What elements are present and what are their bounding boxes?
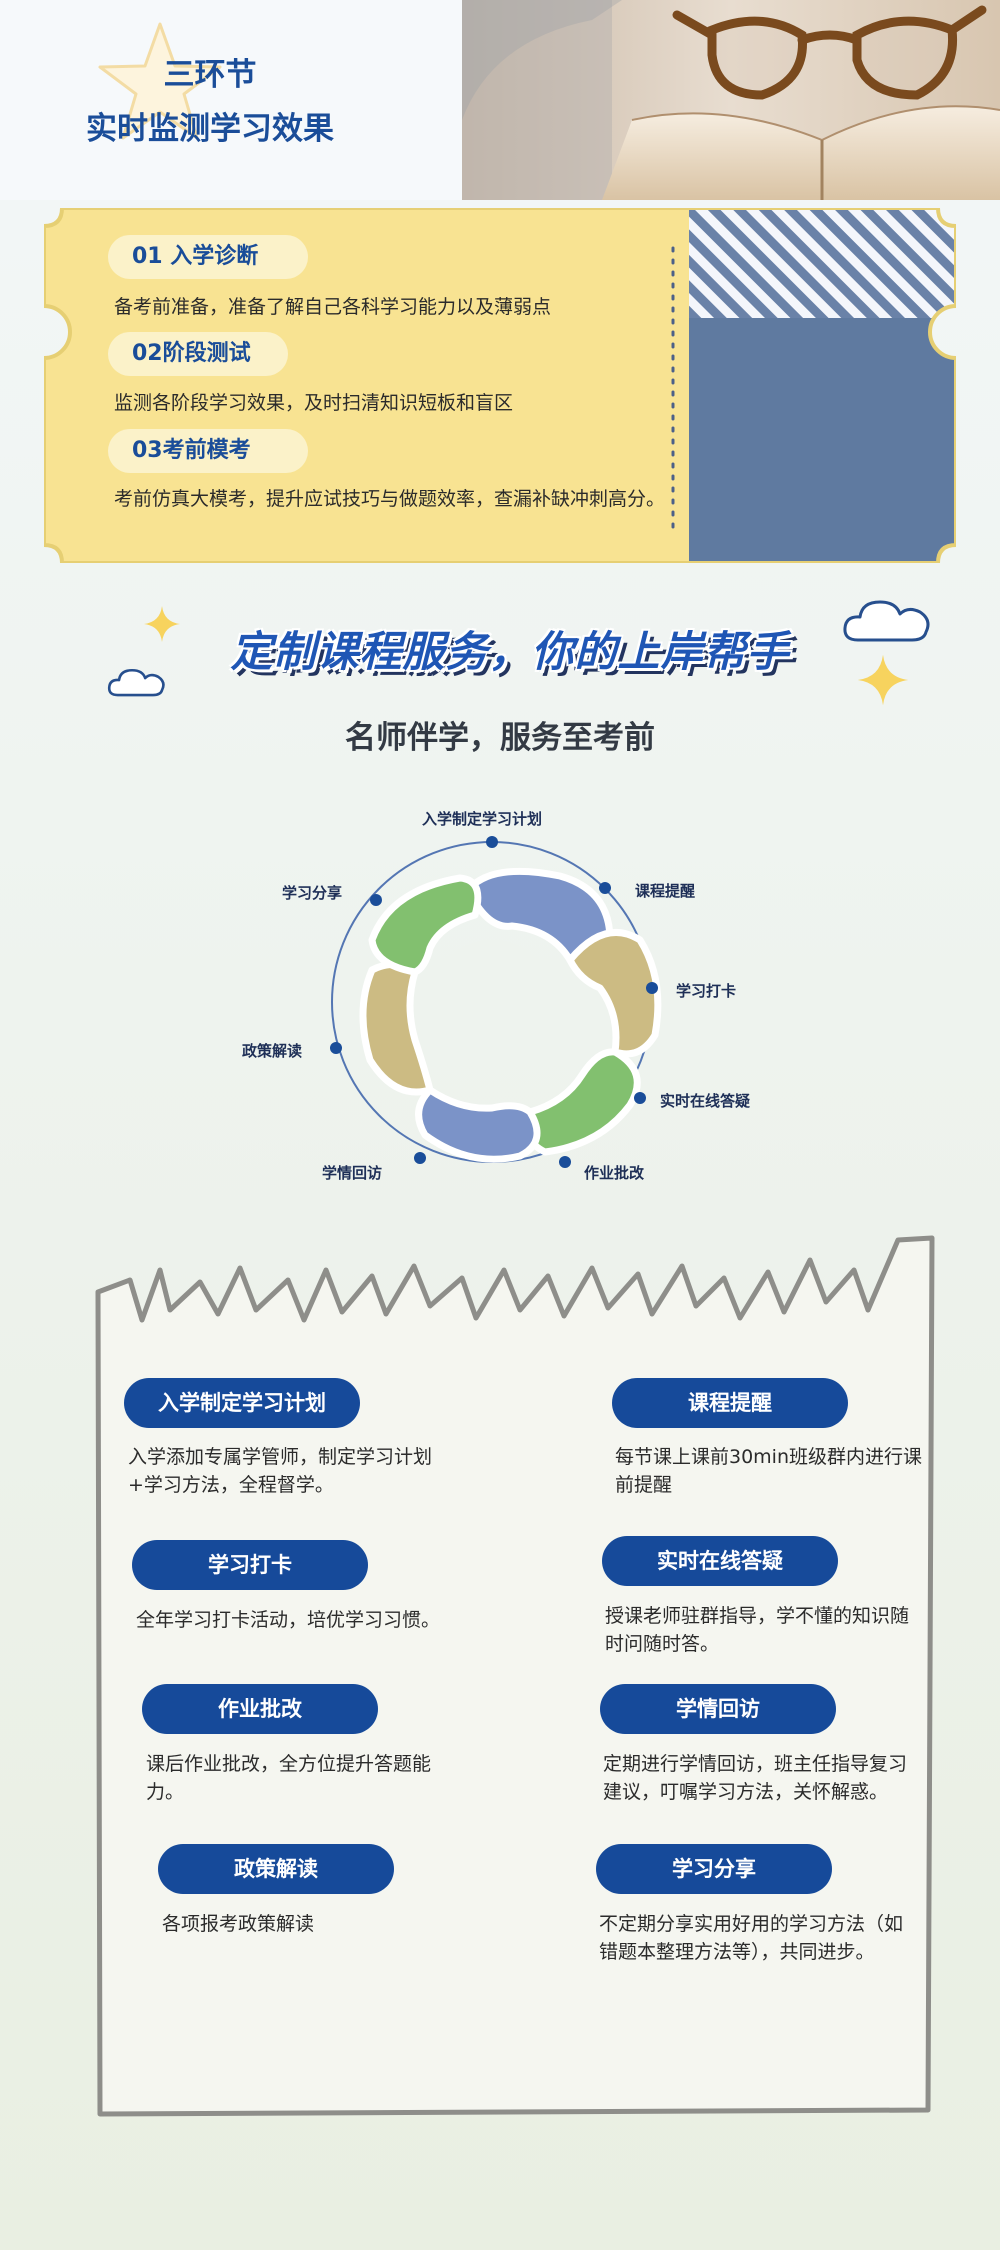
service-pill-follow-up: 学情回访 [600,1684,836,1734]
cycle-ring [330,836,662,1168]
cloud-icon [107,668,165,697]
service-desc-follow-up: 定期进行学情回访，班主任指导复习建议，叮嘱学习方法，关怀解惑。 [603,1753,908,1803]
stage-list: 01 入学诊断 备考前准备，准备了解自己各科学习能力以及薄弱点 02阶段测试 监… [44,208,684,563]
service-desc-homework: 课后作业批改，全方位提升答题能力。 [146,1753,432,1803]
cycle-label-online-qa: 实时在线答疑 [660,1092,751,1110]
cloud-icon [843,600,930,642]
header-title-line2: 实时监测学习效果 [86,111,334,147]
service-subtitle: 名师伴学，服务至考前 [345,720,655,756]
header-title-line1: 三环节 [163,57,257,93]
stage-pill-3: 03考前模考 [108,429,308,473]
cycle-label-course-reminder: 课程提醒 [635,882,696,900]
service-pill-sharing: 学习分享 [596,1844,832,1894]
stage-desc-3: 考前仿真大模考，提升应试技巧与做题效率，查漏补缺冲刺高分。 [114,488,666,510]
sparkle-icon [857,654,909,706]
cycle-label-check-in: 学习打卡 [676,982,737,1000]
stage-pill-2: 02阶段测试 [108,332,288,376]
service-desc-course-reminder: 每节课上课前30min班级群内进行课前提醒 [615,1446,923,1496]
book-glasses-photo [462,0,1000,200]
stage-desc-1: 备考前准备，准备了解自己各科学习能力以及薄弱点 [114,296,552,318]
star-outline-icon [98,22,222,140]
service-cycle-diagram: 入学制定学习计划 课程提醒 学习打卡 实时在线答疑 作业批改 学情回访 政策解读… [200,790,800,1210]
stage-pill-1: 01 入学诊断 [108,235,308,279]
cycle-label-study-plan: 入学制定学习计划 [422,810,543,828]
service-pill-study-plan: 入学制定学习计划 [124,1378,360,1428]
service-desc-online-qa: 授课老师驻群指导，学不懂的知识随时问随时答。 [605,1605,910,1655]
sparkle-icon [144,606,180,642]
service-heading: 定制课程服务，你的上岸帮手 [230,627,790,676]
service-pill-check-in: 学习打卡 [132,1540,368,1590]
header-title: 三环节 实时监测学习效果 [50,48,370,156]
service-desc-check-in: 全年学习打卡活动，培优学习习惯。 [136,1609,441,1631]
cycle-label-sharing: 学习分享 [282,884,343,902]
cycle-dots [330,836,658,1168]
stage-desc-2: 监测各阶段学习效果，及时扫清知识短板和盲区 [114,392,514,414]
service-desc-policy: 各项报考政策解读 [162,1913,315,1935]
service-pill-course-reminder: 课程提醒 [612,1378,848,1428]
service-pill-online-qa: 实时在线答疑 [602,1536,838,1586]
service-desc-sharing: 不定期分享实用好用的学习方法（如错题本整理方法等），共同进步。 [599,1913,904,1963]
service-pill-homework: 作业批改 [142,1684,378,1734]
cycle-label-follow-up: 学情回访 [322,1164,383,1182]
service-desc-study-plan: 入学添加专属学管师，制定学习计划+学习方法，全程督学。 [128,1446,433,1496]
service-detail-card [95,1235,935,2117]
cycle-label-policy: 政策解读 [242,1042,303,1060]
cycle-label-homework: 作业批改 [584,1164,645,1182]
header: 三环节 实时监测学习效果 [0,0,1000,200]
service-pill-policy: 政策解读 [158,1844,394,1894]
